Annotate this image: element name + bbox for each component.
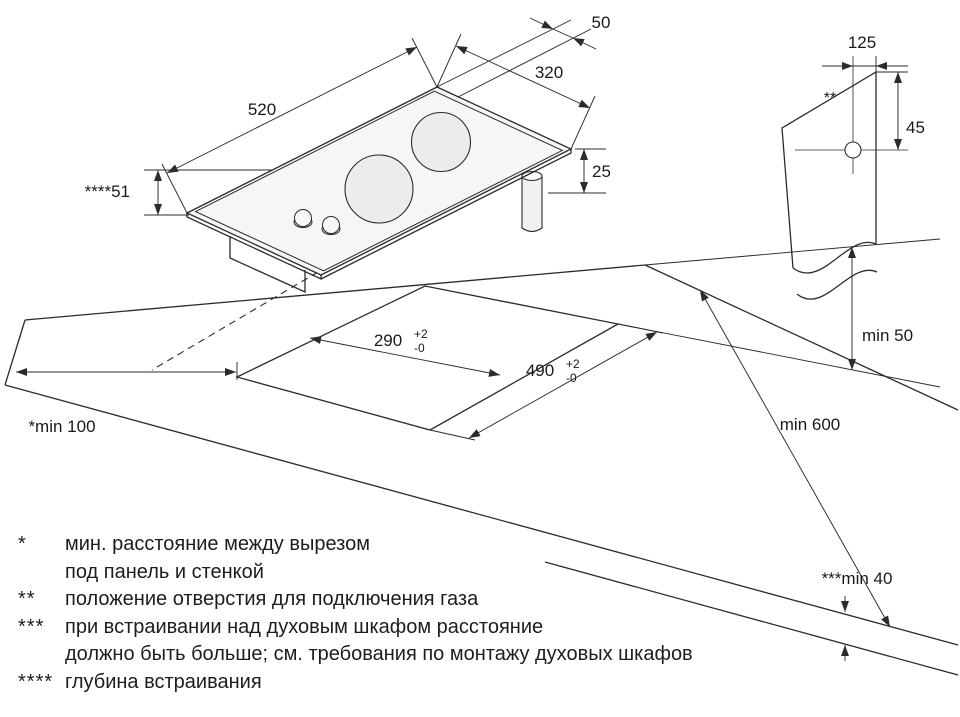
label-cutout-290-plus: +2 — [414, 327, 428, 341]
label-125: 125 — [848, 33, 876, 52]
footnote-text: положение отверстия для подключения газа — [65, 588, 479, 611]
label-45: 45 — [906, 118, 925, 137]
footnote-text: под панель и стенкой — [65, 560, 264, 583]
footnote-marker: *** — [18, 615, 45, 638]
footnote-text: глубина встраивания — [65, 670, 262, 693]
gas-connection-detail — [781, 56, 908, 300]
label-cutout-490-minus: -0 — [566, 371, 577, 385]
label-50: 50 — [592, 13, 611, 32]
footnote-text: мин. расстояние между вырезом — [65, 533, 370, 555]
footnote-line: *** при встраивании над духовым шкафом р… — [18, 614, 798, 642]
footnote-line: должно быть больше; см. требования по мо… — [18, 641, 798, 669]
dim-490 — [429, 323, 664, 441]
label-cutout-490: 490 — [526, 361, 554, 380]
dim-290 — [309, 336, 501, 377]
footnote-text: при встраивании над духовым шкафом расст… — [65, 615, 544, 638]
footnote-line: * мин. расстояние между вырезом — [18, 531, 798, 559]
label-min600: min 600 — [780, 415, 840, 434]
label-min40: ***min 40 — [822, 569, 893, 588]
break-line-upper — [792, 241, 877, 274]
label-320: 320 — [535, 63, 563, 82]
alignment-dashed-line — [151, 271, 319, 371]
dim-320 — [436, 33, 596, 150]
dim-25 — [548, 148, 606, 194]
label-embed-depth: ****51 — [85, 182, 130, 201]
dim-min100 — [16, 362, 238, 380]
dim-min50 — [617, 238, 941, 388]
footnotes: * мин. расстояние между вырезом под пане… — [18, 531, 798, 697]
footnote-line: под панель и стенкой — [18, 559, 798, 587]
label-25: 25 — [592, 162, 611, 181]
hob-body — [185, 86, 573, 294]
burner-bowl — [229, 236, 306, 294]
burner-large — [344, 154, 414, 224]
burner-small — [410, 111, 472, 173]
break-line-lower — [796, 269, 878, 300]
label-min100: *min 100 — [28, 417, 95, 436]
footnote-marker — [18, 641, 65, 669]
dim-min600 — [699, 289, 891, 628]
footnote-marker: ** — [18, 588, 36, 611]
label-520: 520 — [248, 100, 276, 119]
footnote-text: должно быть больше; см. требования по мо… — [65, 643, 693, 666]
label-min50: min 50 — [862, 326, 913, 345]
gas-hole — [844, 141, 862, 159]
footnote-marker: * — [18, 533, 27, 555]
footnote-marker: **** — [18, 670, 54, 693]
cutout-outline — [235, 285, 620, 431]
label-gas-marker: ** — [824, 90, 836, 107]
footnote-line: ** положение отверстия для подключения г… — [18, 586, 798, 614]
control-knobs — [293, 209, 341, 235]
dim-520 — [161, 37, 438, 214]
label-cutout-290: 290 — [374, 331, 402, 350]
dim-50 — [436, 17, 597, 98]
label-cutout-290-minus: -0 — [414, 341, 425, 355]
dim-51 — [144, 169, 272, 216]
label-cutout-490-plus: +2 — [566, 357, 580, 371]
footnote-marker — [18, 559, 65, 587]
gas-pipe — [521, 170, 543, 233]
footnote-line: **** глубина встраивания — [18, 669, 798, 697]
